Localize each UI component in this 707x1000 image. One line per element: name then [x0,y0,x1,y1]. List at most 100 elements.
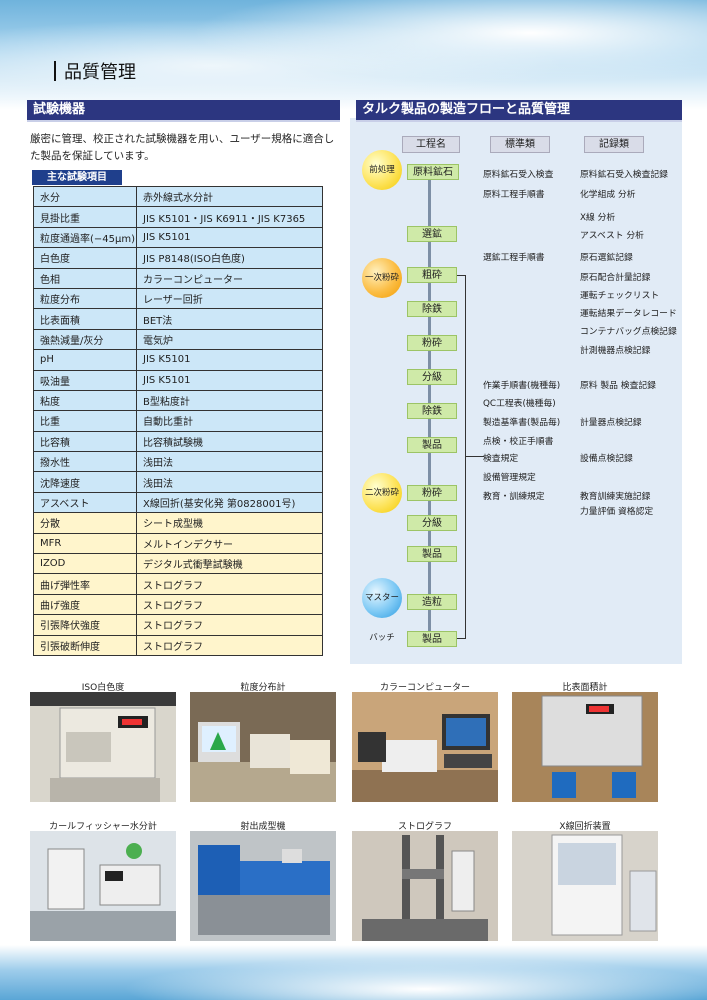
test-item-name: IZOD [33,553,137,575]
title-bar [54,61,56,81]
flow-brace [457,275,466,639]
photo-label-injection-molding: 射出成型機 [240,822,286,832]
standard-item: 検査規定 [483,454,519,464]
record-item: 教育訓練実施記録 [580,492,651,502]
page-title: 品質管理 [54,58,136,84]
test-item-name: 引張破断伸度 [33,634,137,656]
record-item: 計量器点検記録 [580,418,642,428]
record-item: 設備点検記録 [580,454,633,464]
test-row: 曲げ弾性率ストログラフ [33,573,323,595]
stage-pretreatment: 前処理 [362,150,402,190]
standard-item: 製造基準書(製品毎) [483,418,561,428]
test-item-name: 沈降速度 [33,471,137,493]
record-item: 原石選鉱記録 [580,253,633,263]
test-method: JIS K5101 [136,226,323,249]
standard-item: QC工程表(機種毎) [483,399,556,409]
test-item-name: 粒度通過率(−45μm) [33,226,137,249]
test-row: 引張破断伸度ストログラフ [33,634,323,656]
photo-strograph [352,831,498,941]
record-item: X線 分析 [580,213,616,223]
test-method: JIS K5101 [136,349,323,371]
test-method: JIS P8148(ISO白色度) [136,247,323,269]
test-equipment-heading: 試験機器 [27,100,340,122]
step-product-3: 製品 [407,631,457,647]
photo-iso-whiteness [30,692,176,802]
test-method: BET法 [136,308,323,330]
stage-secondary-grinding: 二次粉砕 [362,473,402,513]
step-iron-removal-1: 除鉄 [407,301,457,317]
sky-banner-bottom [0,945,707,1000]
main-tests-badge: 主な試験項目 [32,170,122,185]
test-item-name: 白色度 [33,247,137,269]
photo-label-specific-surface: 比表面積計 [562,683,608,693]
test-method: 浅田法 [136,451,323,473]
record-item: 原石配合計量記録 [580,273,651,283]
photo-karl-fischer [30,831,176,941]
test-item-name: pH [33,349,137,371]
photo-xrd [512,831,658,941]
stage-primary-grinding: 一次粉砕 [362,258,402,298]
photo-color-computer [352,692,498,802]
test-item-name: アスベスト [33,491,137,514]
sky-banner-top [0,0,707,110]
step-ore-dressing: 選鉱 [407,226,457,242]
standard-item: 原料工程手順書 [483,190,545,200]
test-row: 強熱減量/灰分電気炉 [33,328,323,351]
standard-item: 選鉱工程手順書 [483,253,545,263]
photo-injection-molding [190,831,336,941]
col-head-standards: 標準類 [490,136,550,153]
step-classification-2: 分級 [407,515,457,531]
record-item: アスベスト 分析 [580,231,644,241]
standard-item: 原料鉱石受入検査 [483,170,554,180]
stage-masterbatch: マスターバッチ [362,578,402,643]
standard-item: 点検・校正手順書 [483,437,554,447]
test-method: 比容積試験機 [136,430,323,453]
test-item-name: 水分 [33,185,137,208]
standard-item: 作業手順書(機種毎) [483,381,561,391]
brace-connector [466,456,484,457]
test-item-name: 撥水性 [33,451,137,473]
test-method: B型粘度計 [136,389,323,412]
photo-specific-surface [512,692,658,802]
photo-label-strograph: ストログラフ [397,822,452,832]
record-item: 原料鉱石受入検査記録 [580,170,668,180]
test-item-name: 曲げ強度 [33,593,137,616]
photo-label-color-computer: カラーコンピューター [379,683,470,693]
test-item-name: 比容積 [33,430,137,453]
test-item-name: 粘度 [33,389,137,412]
step-product-1: 製品 [407,437,457,453]
test-method: JIS K5101・JIS K6911・JIS K7365 [136,206,323,228]
flow-panel [350,118,682,664]
test-item-name: 色相 [33,267,137,289]
test-item-name: 粒度分布 [33,287,137,310]
test-method: 浅田法 [136,471,323,493]
test-item-name: 比表面積 [33,308,137,330]
test-method: デジタル式衝撃試験機 [136,553,323,575]
test-item-name: 比重 [33,410,137,432]
col-head-process: 工程名 [402,136,460,153]
record-item: 力量評価 資格認定 [580,507,654,517]
test-method: JIS K5101 [136,369,323,391]
photo-label-karl-fischer: カールフィッシャー水分計 [49,822,157,832]
test-method: カラーコンピューター [136,267,323,289]
test-row: 水分赤外線式水分計 [33,185,323,208]
col-head-records: 記録類 [584,136,644,153]
record-item: 化学組成 分析 [580,190,636,200]
photo-label-particle-size: 粒度分布計 [240,683,286,693]
photo-label-xrd: X線回折装置 [559,822,611,832]
photo-particle-size [190,692,336,802]
standard-item: 教育・訓練規定 [483,492,545,502]
record-item: コンテナバッグ点検記録 [580,327,677,337]
test-row: 粒度通過率(−45μm)JIS K5101 [33,226,323,249]
test-method: ストログラフ [136,593,323,616]
test-method: ストログラフ [136,614,323,636]
test-method: レーザー回折 [136,287,323,310]
test-row: 撥水性浅田法 [33,451,323,473]
